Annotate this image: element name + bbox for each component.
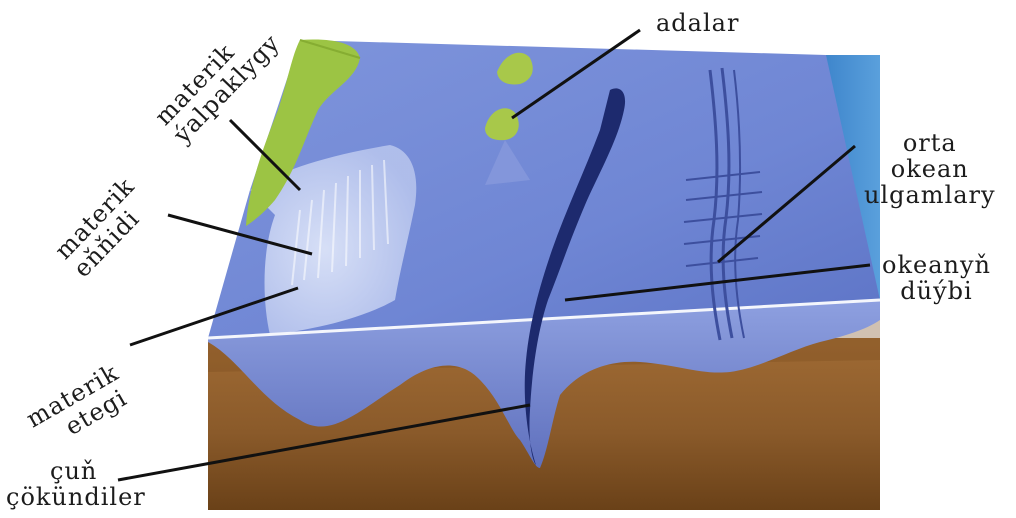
- label-trench-line2: çökündiler: [6, 484, 146, 510]
- label-ridge-line2: okean: [864, 156, 996, 182]
- label-ridge-line3: ulgamlary: [864, 182, 996, 208]
- label-floor-line2: düýbi: [882, 278, 991, 304]
- label-ocean-floor: okeanyň düýbi: [882, 252, 991, 304]
- label-ridge-line1: orta: [864, 130, 996, 156]
- label-floor-line1: okeanyň: [882, 252, 991, 278]
- label-mid-ocean-ridge: orta okean ulgamlary: [864, 130, 996, 208]
- label-islands: adalar: [656, 10, 739, 36]
- label-deep-trench: çuň çökündiler: [6, 458, 146, 510]
- label-trench-line1: çuň: [6, 458, 146, 484]
